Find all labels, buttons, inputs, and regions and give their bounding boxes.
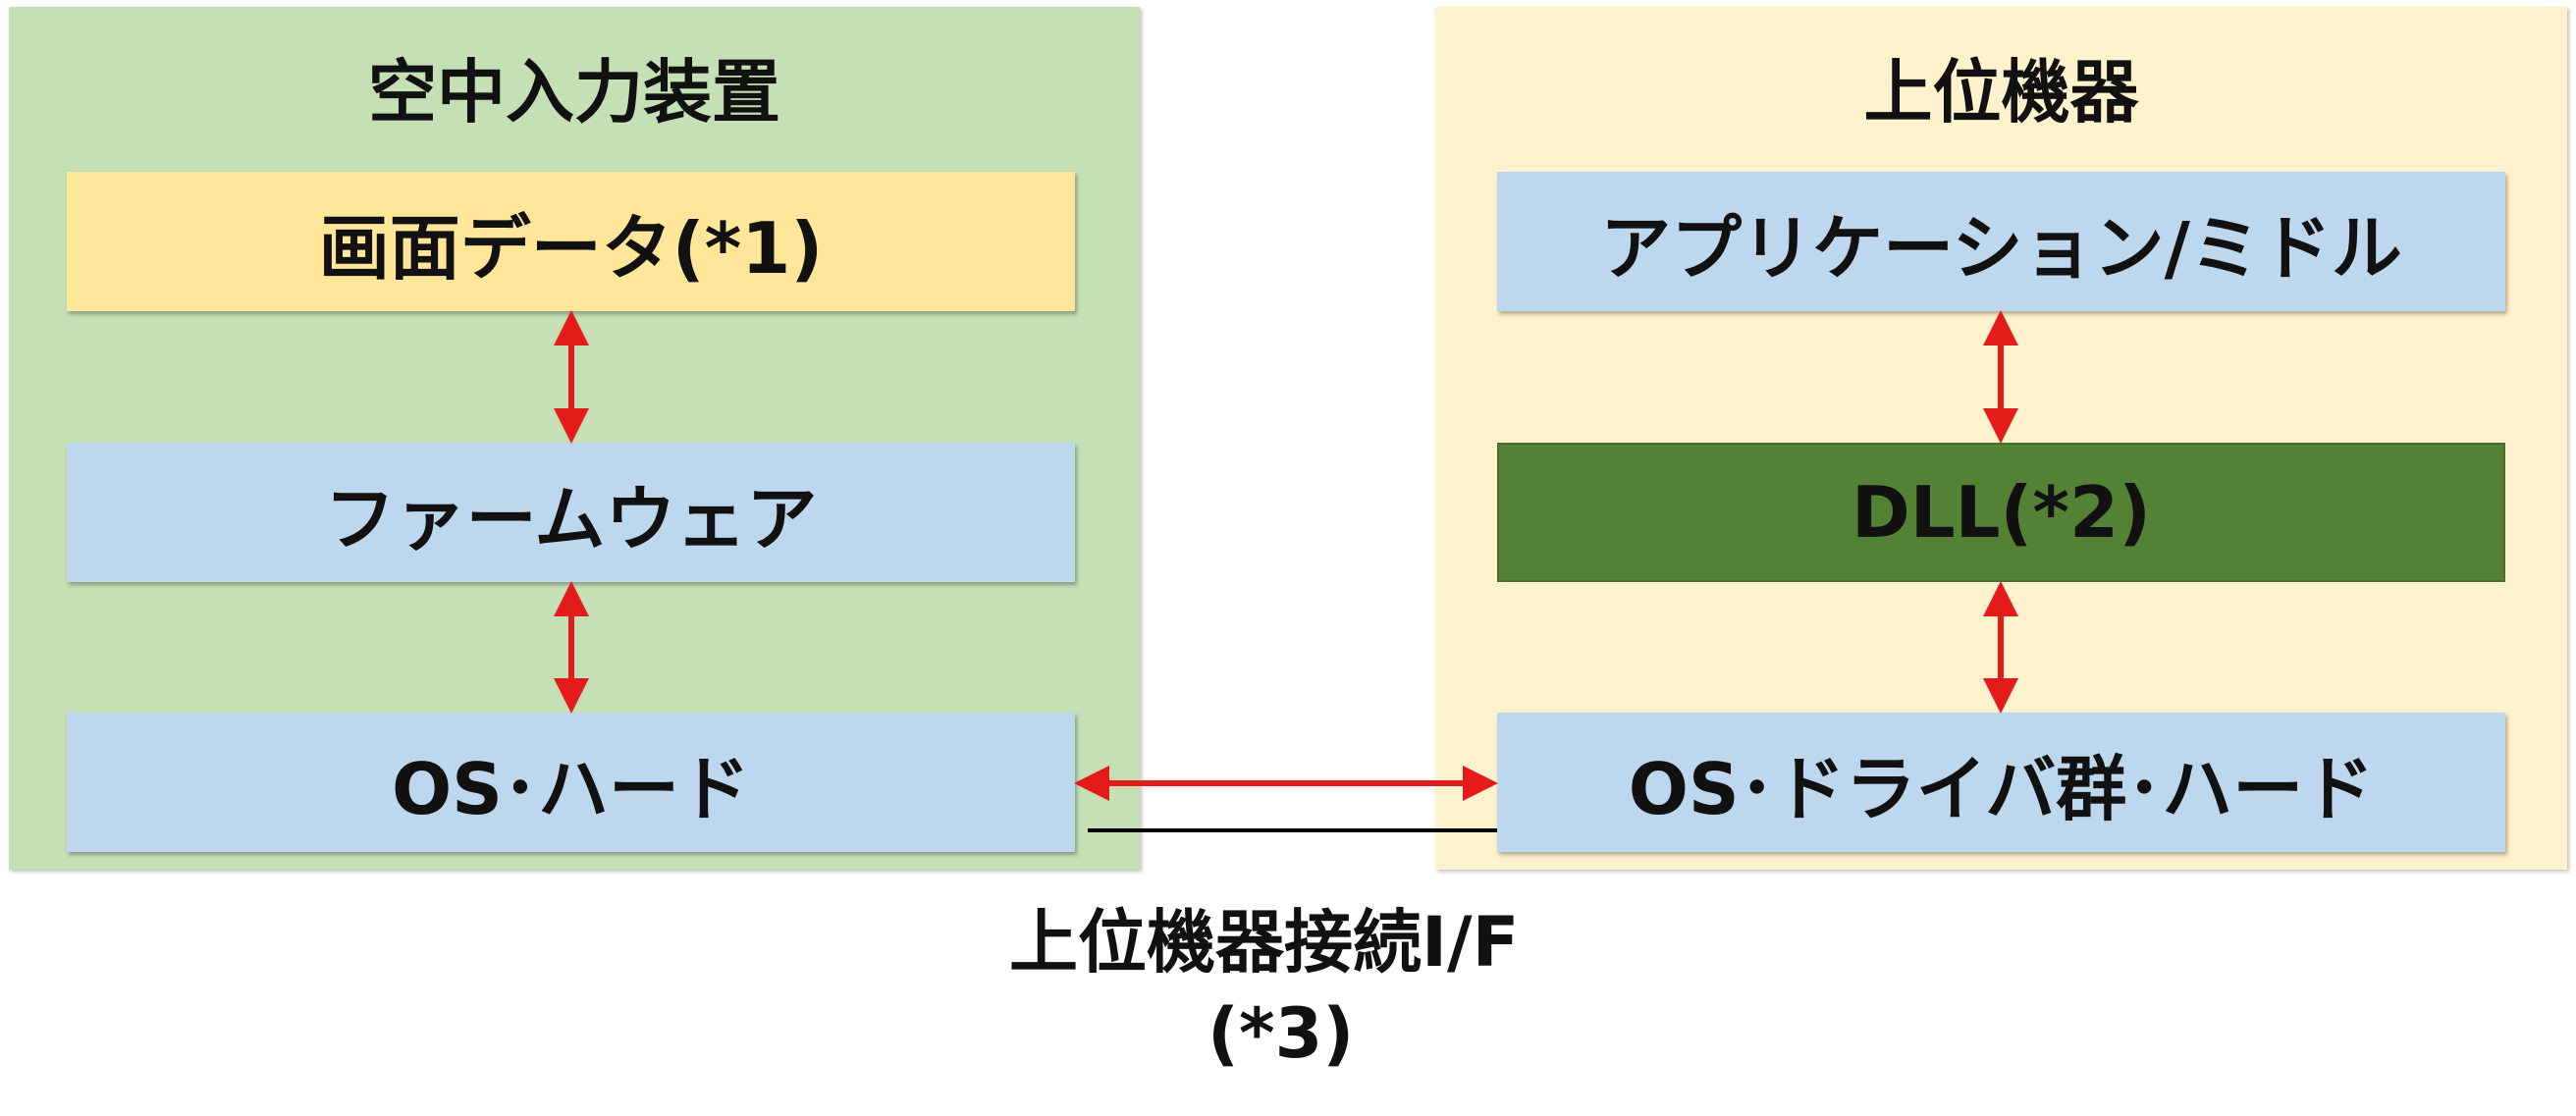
screen-data-box: 画面データ(*1) bbox=[67, 172, 1075, 311]
os-driver-hardware-box: OS･ドライバ群･ハード bbox=[1497, 713, 2505, 852]
application-middleware-box: アプリケーション/ミドル bbox=[1497, 172, 2505, 311]
dll-box: DLL(*2) bbox=[1497, 443, 2505, 582]
air-input-device-title: 空中入力装置 bbox=[368, 52, 780, 133]
host-device-title: 上位機器 bbox=[1863, 52, 2139, 133]
os-hardware-box: OS･ハード bbox=[67, 713, 1075, 852]
firmware-box: ファームウェア bbox=[67, 443, 1075, 582]
interface-note: (*3) bbox=[1208, 993, 1355, 1074]
interface-label: 上位機器接続I/F bbox=[1009, 902, 1520, 983]
